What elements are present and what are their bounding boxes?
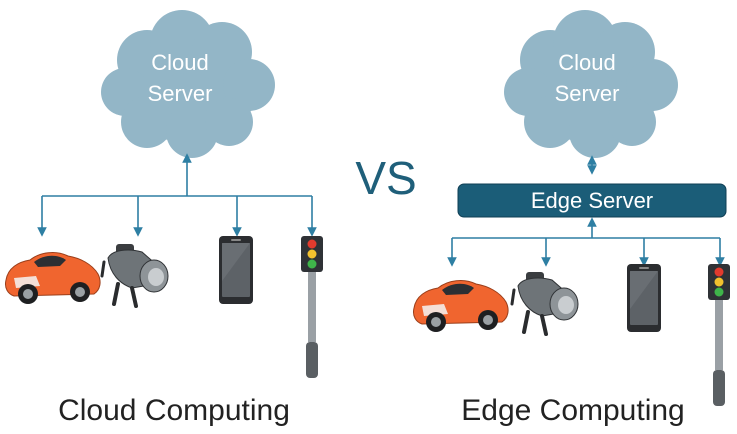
left-phone-icon bbox=[219, 236, 253, 304]
right-caption: Edge Computing bbox=[461, 394, 684, 427]
left-cloud-label-line2: Server bbox=[148, 81, 213, 106]
right-car-icon bbox=[412, 280, 509, 333]
right-traffic-light-icon bbox=[708, 264, 730, 406]
left-traffic-light-icon bbox=[301, 236, 323, 378]
right-phone-icon bbox=[627, 264, 661, 332]
right-connectors bbox=[447, 217, 725, 267]
edge-server-box: Edge Server bbox=[457, 183, 727, 218]
right-cloud-label-line1: Cloud bbox=[558, 50, 615, 75]
edge-server-label: Edge Server bbox=[531, 188, 653, 213]
left-connectors bbox=[37, 153, 317, 237]
left-cloud-label-line1: Cloud bbox=[151, 50, 208, 75]
left-robot-icon bbox=[100, 242, 170, 308]
vs-label: VS bbox=[355, 152, 416, 204]
right-robot-icon bbox=[510, 270, 580, 336]
left-caption: Cloud Computing bbox=[58, 394, 290, 427]
left-car-icon bbox=[4, 252, 101, 305]
right-cloud-label-line2: Server bbox=[555, 81, 620, 106]
